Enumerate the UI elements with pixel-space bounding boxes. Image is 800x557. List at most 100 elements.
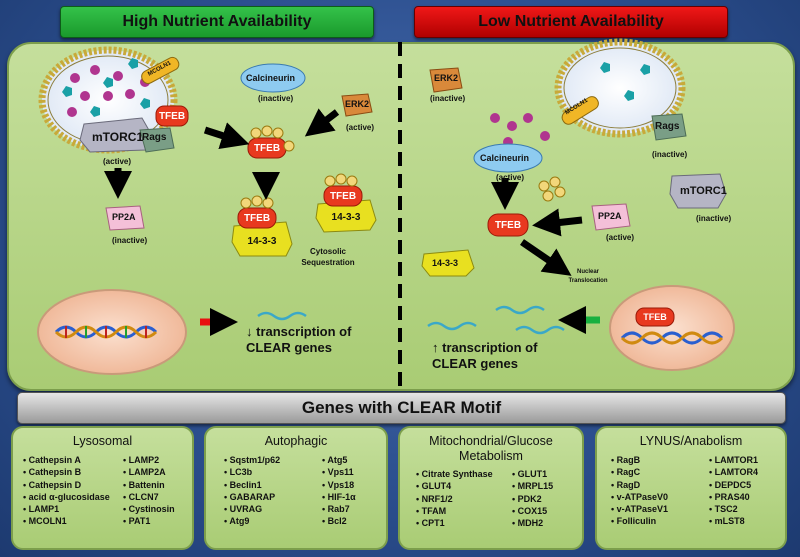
calcineurin-label-low: Calcineurin (480, 153, 530, 163)
calcineurin-state-high: (inactive) (258, 94, 294, 103)
mcoln1-channel-low (561, 96, 599, 125)
tfeb-label-low: TFEB (494, 219, 522, 231)
gene-item: Atg5 (322, 454, 356, 466)
rags-label-high: Rags (142, 132, 167, 143)
tfeb-1433-complex-2 (315, 173, 377, 233)
gene-item: Beclin1 (224, 479, 280, 491)
gene-item: GLUT4 (416, 480, 493, 492)
tfeb-1433-complex-1 (231, 195, 293, 257)
mrna-high (257, 311, 307, 321)
gene-item: Atg9 (224, 515, 280, 527)
mcoln1-channel-high (141, 56, 180, 84)
tfeb-label-complex1: TFEB (243, 212, 271, 224)
calcineurin-label-high: Calcineurin (246, 73, 296, 83)
gene-item: TSC2 (709, 503, 758, 515)
gene-item: Folliculin (611, 515, 668, 527)
gene-box-title: Autophagic (264, 434, 328, 448)
calcineurin-shape-high (240, 63, 306, 93)
gene-item: PAT1 (123, 515, 175, 527)
gene-item: Vps11 (322, 466, 356, 478)
gene-col-1: Sqstm1/p62 LC3b Beclin1 GABARAP UVRAG At… (224, 454, 280, 528)
pp2a-state-low: (active) (606, 233, 635, 242)
gene-box-autophagic: Autophagic Sqstm1/p62 LC3b Beclin1 GABAR… (204, 426, 388, 550)
gene-item: PRAS40 (709, 491, 758, 503)
gene-col-2: LAMP2 LAMP2A Battenin CLCN7 Cystinosin P… (123, 454, 175, 528)
gene-item: Cathepsin A (23, 454, 110, 466)
gene-item: MDH2 (512, 517, 553, 529)
gene-box-mitochondrial: Mitochondrial/Glucose Metabolism Citrate… (398, 426, 584, 550)
erk2-label-low: ERK2 (434, 73, 459, 83)
gene-item: LAMP1 (23, 503, 110, 515)
erk2-shape-low (429, 67, 463, 93)
mtorc1-state-low: (inactive) (696, 214, 732, 223)
gene-item: RagC (611, 466, 668, 478)
rags-shape-high (139, 127, 175, 153)
mtorc1-shape-low (669, 173, 727, 209)
gene-item: NRF1/2 (416, 493, 493, 505)
gene-col-1: Cathepsin A Cathepsin B Cathepsin D acid… (23, 454, 110, 528)
tfeb-label-phospho: TFEB (253, 142, 281, 154)
pp2a-label-low: PP2A (598, 211, 622, 221)
gene-item: LC3b (224, 466, 280, 478)
gene-box-lynus: LYNUS/Anabolism RagB RagC RagD v-ATPaseV… (595, 426, 787, 550)
mrna-low (427, 305, 565, 335)
gene-item: LAMP2A (123, 466, 175, 478)
gene-col-1: Citrate Synthase GLUT4 NRF1/2 TFAM CPT1 (416, 468, 493, 529)
gene-item: TFAM (416, 505, 493, 517)
gene-item: Battenin (123, 479, 175, 491)
gene-item: v-ATPaseV0 (611, 491, 668, 503)
erk2-state-low: (inactive) (430, 94, 466, 103)
ywha-shape-low (421, 249, 475, 277)
gene-item: Vps18 (322, 479, 356, 491)
ywha-label-complex2: 14-3-3 (331, 211, 361, 223)
tfeb-label-nucleus: TFEB (643, 312, 667, 322)
gene-item: acid α-glucosidase (23, 491, 110, 503)
rags-state-low: (inactive) (652, 150, 688, 159)
gene-item: GABARAP (224, 491, 280, 503)
gene-item: RagB (611, 454, 668, 466)
gene-item: MRPL15 (512, 480, 554, 492)
ywha-label-low: 14-3-3 (432, 258, 459, 268)
transcription-down-text: ↓ transcription of CLEAR genes (246, 324, 352, 355)
tfeb-shape-low (487, 213, 529, 237)
gene-item: GLUT1 (512, 468, 553, 480)
nuclear-translocation-label: Nuclear Translocation (568, 269, 608, 284)
pp2a-label-high: PP2A (112, 212, 136, 222)
low-nutrient-banner: Low Nutrient Availability (414, 6, 728, 38)
arrow-erk2-tfeb (304, 108, 340, 137)
gene-item: Cystinosin (123, 503, 175, 515)
tfeb-label-lysosome: TFEB (158, 110, 186, 122)
gene-box-title: LYNUS/Anabolism (639, 434, 743, 448)
transcription-up-text: ↑ transcription of CLEAR genes (432, 340, 538, 371)
gene-item: Citrate Synthase (416, 468, 493, 480)
gene-item: LAMTOR1 (709, 454, 758, 466)
gene-item: DEPDC5 (709, 479, 758, 491)
gene-box-title: Lysosomal (72, 434, 133, 448)
gene-item: mLST8 (709, 515, 758, 527)
rags-shape-low (651, 113, 687, 141)
gene-item: Sqstm1/p62 (224, 454, 281, 466)
gene-col-2: LAMTOR1 LAMTOR4 DEPDC5 PRAS40 TSC2 mLST8 (709, 454, 758, 528)
erk2-state-high: (active) (346, 123, 375, 132)
tfeb-label-complex2: TFEB (329, 190, 357, 202)
calcineurin-state-low: (active) (496, 173, 525, 182)
gene-item: CLCN7 (123, 491, 175, 503)
dna-high (54, 325, 158, 339)
arrow-pp2a-tfeb (532, 208, 583, 237)
gene-col-2: Atg5 Vps11 Vps18 HIF-1α Rab7 Bcl2 (322, 454, 356, 528)
gene-item: LAMTOR4 (709, 466, 758, 478)
rags-label-low: Rags (655, 121, 680, 132)
gene-item: Rab7 (322, 503, 356, 515)
gene-item: MCOLN1 (23, 515, 110, 527)
dna-low (620, 331, 724, 345)
tfeb-shape-lysosome (155, 105, 189, 127)
cytosolic-sequestration-label: Cytosolic Sequestration (301, 247, 355, 267)
gene-item: RagD (611, 479, 668, 491)
pp2a-state-high: (inactive) (112, 236, 148, 245)
nucleus-high (37, 289, 187, 375)
gene-item: PDK2 (512, 493, 553, 505)
high-nutrient-banner: High Nutrient Availability (60, 6, 374, 38)
gene-item: COX15 (512, 505, 553, 517)
mtorc1-state-high: (active) (103, 157, 132, 166)
